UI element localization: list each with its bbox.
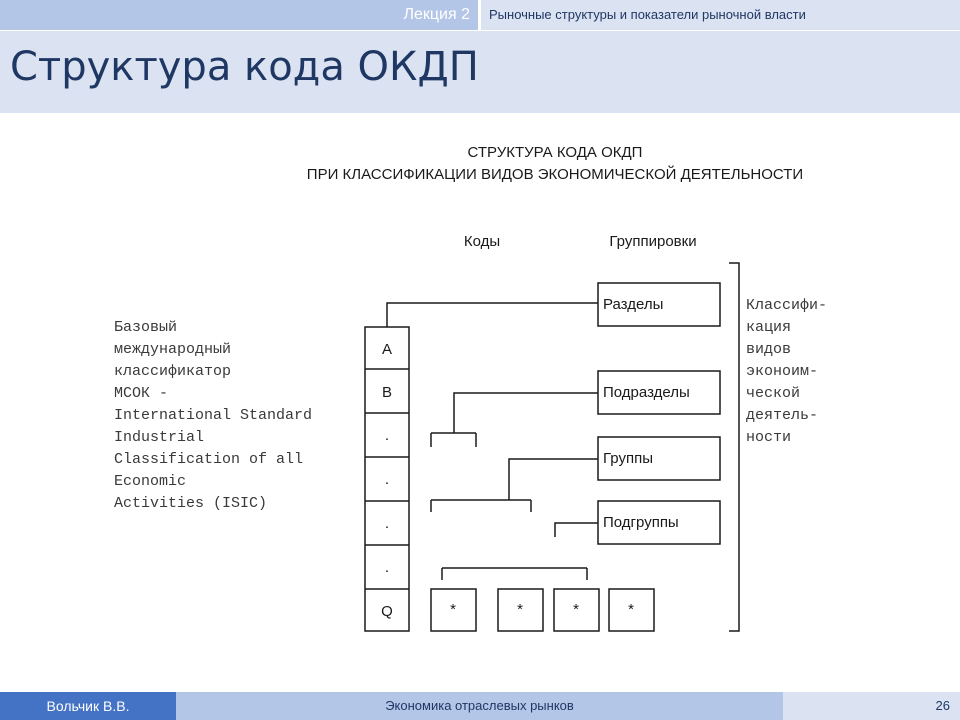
bottom-cell-mark: * bbox=[450, 601, 456, 618]
bottom-cells bbox=[430, 588, 655, 632]
bottom-cell bbox=[553, 588, 600, 632]
classification-line: эконоим- bbox=[746, 363, 818, 380]
course-label: Экономика отраслевых рынков bbox=[385, 698, 574, 713]
classification-line: кация bbox=[746, 319, 791, 336]
groupings-label: Группировки bbox=[609, 233, 696, 250]
lecture-tab: Лекция 2 bbox=[0, 0, 478, 30]
grouping-label-gruppy: Группы bbox=[603, 450, 653, 467]
title-band bbox=[0, 31, 960, 113]
classification-line: видов bbox=[746, 341, 791, 358]
header-bar: Лекция 2 Рыночные структуры и показатели… bbox=[0, 0, 960, 30]
bottom-cell bbox=[430, 588, 477, 632]
bottom-cell-mark: * bbox=[573, 601, 579, 618]
lecture-label: Лекция 2 bbox=[403, 6, 470, 23]
isic-line: Classification of all bbox=[114, 451, 303, 468]
author-label: Вольчик В.В. bbox=[46, 698, 130, 714]
grouping-label-podrazdely: Подразделы bbox=[603, 384, 690, 401]
figure-heading-line1: СТРУКТУРА КОДА ОКДП bbox=[468, 144, 643, 161]
okdp-diagram: СТРУКТУРА КОДА ОКДП ПРИ КЛАССИФИКАЦИИ ВИ… bbox=[114, 144, 827, 632]
bottom-cell bbox=[608, 588, 655, 632]
okdp-structure-figure: СТРУКТУРА КОДА ОКДП ПРИ КЛАССИФИКАЦИИ ВИ… bbox=[98, 113, 918, 653]
code-cell: A bbox=[382, 341, 392, 358]
bottom-cell-mark: * bbox=[628, 601, 634, 618]
page-number: 26 bbox=[935, 698, 950, 713]
isic-line: Economic bbox=[114, 473, 186, 490]
classification-line: ности bbox=[746, 429, 791, 446]
bottom-cell-mark: * bbox=[517, 601, 523, 618]
code-cell: . bbox=[385, 559, 389, 576]
isic-line: классификатор bbox=[114, 363, 231, 380]
isic-line: международный bbox=[114, 341, 231, 358]
classification-line: Классифи- bbox=[746, 297, 827, 314]
footer-course: Экономика отраслевых рынков bbox=[176, 692, 783, 720]
code-cell: Q bbox=[381, 603, 393, 620]
connector-lines bbox=[386, 262, 740, 632]
codes-label: Коды bbox=[464, 233, 500, 250]
grouping-label-podgruppy: Подгруппы bbox=[603, 514, 679, 531]
topic-label: Рыночные структуры и показатели рыночной… bbox=[489, 7, 806, 22]
topic-tab: Рыночные структуры и показатели рыночной… bbox=[481, 0, 960, 30]
isic-description: Базовый международный классификатор МСОК… bbox=[114, 319, 312, 512]
code-cell: B bbox=[382, 384, 392, 401]
code-cell: . bbox=[385, 471, 389, 488]
code-cell: . bbox=[385, 427, 389, 444]
grouping-label-razdely: Разделы bbox=[603, 296, 663, 313]
slide-title: Структура кода ОКДП bbox=[10, 44, 479, 90]
grouping-boxes bbox=[597, 282, 721, 545]
code-cells: A B . . . . Q bbox=[381, 341, 393, 620]
isic-line: Industrial bbox=[114, 429, 204, 446]
isic-line: Базовый bbox=[114, 319, 177, 336]
footer-author: Вольчик В.В. bbox=[0, 692, 176, 720]
classification-line: деятель- bbox=[746, 407, 818, 424]
classification-description: Классифи- кация видов эконоим- ческой де… bbox=[746, 297, 827, 446]
footer-page: 26 bbox=[783, 692, 960, 720]
figure-heading-line2: ПРИ КЛАССИФИКАЦИИ ВИДОВ ЭКОНОМИЧЕСКОЙ ДЕ… bbox=[307, 165, 803, 183]
classification-line: ческой bbox=[746, 385, 800, 402]
isic-line: МСОК - bbox=[114, 385, 168, 402]
grouping-box-razdely bbox=[597, 282, 721, 327]
bottom-cell bbox=[497, 588, 544, 632]
code-cell: . bbox=[385, 515, 389, 532]
isic-line: Activities (ISIC) bbox=[114, 495, 267, 512]
isic-line: International Standard bbox=[114, 407, 312, 424]
